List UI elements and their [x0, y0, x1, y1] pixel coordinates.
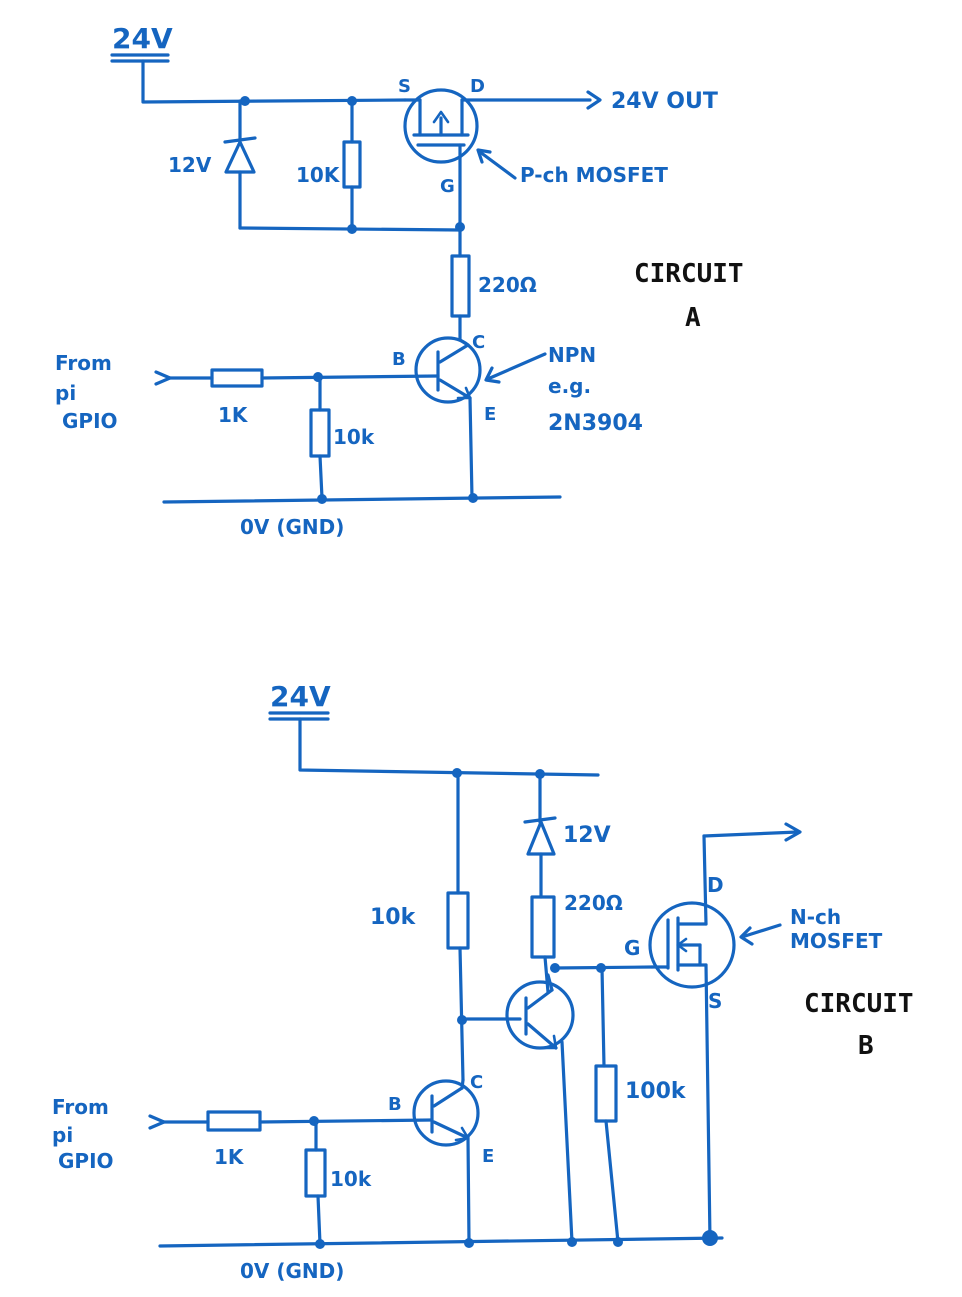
a-npn-label: NPN [548, 343, 596, 367]
a-pin-s: S [398, 76, 411, 97]
b-node-gnd-2 [464, 1238, 474, 1248]
b-resistor-220-label: 220Ω [564, 891, 623, 915]
a-input-arrow [154, 370, 172, 386]
b-pin-g: G [624, 936, 640, 960]
b-mosfet-label-2: MOSFET [790, 929, 883, 953]
a-node-gnd-2 [468, 493, 478, 503]
a-pmos-symbol [403, 88, 479, 229]
a-title: CIRCUIT [634, 259, 744, 289]
a-input-from: From [55, 351, 112, 375]
b-input-arrow [148, 1114, 166, 1130]
b-pin-b: B [388, 1094, 402, 1115]
a-resistor-10k [342, 99, 362, 230]
a-pin-g: G [440, 176, 455, 197]
a-resistor-220 [450, 228, 471, 342]
b-title: CIRCUIT [804, 989, 914, 1019]
circuit-b: 24V 10k 12V 220Ω [52, 680, 914, 1283]
a-pin-c: C [472, 332, 485, 353]
circuit-a: 24V 12V 10K [55, 22, 744, 539]
b-node-gnd-5 [702, 1230, 718, 1246]
a-mosfet-pointer-head [476, 148, 492, 164]
b-title-letter: B [858, 1031, 874, 1061]
b-zener-diode [523, 772, 557, 899]
b-node-gnd-3 [567, 1237, 577, 1247]
a-pin-d: D [470, 76, 485, 97]
a-resistor-10k-label: 10K [296, 163, 341, 187]
b-resistor-10k [446, 771, 470, 1082]
b-resistor-pulldown [304, 1119, 327, 1246]
a-npn-pointer [488, 352, 547, 380]
a-input-gpio: GPIO [62, 409, 118, 433]
a-resistor-pulldown-label: 10k [333, 425, 375, 449]
a-resistor-pulldown [309, 375, 331, 500]
b-resistor-100k-label: 100k [625, 1079, 687, 1104]
b-output-wire [702, 830, 800, 838]
a-input-pi: pi [55, 381, 76, 405]
b-top-rail [298, 717, 600, 777]
a-pin-e: E [484, 404, 496, 425]
a-resistor-220-label: 220Ω [478, 273, 537, 297]
a-node-zener-top [240, 96, 250, 106]
a-supply-label: 24V [112, 22, 173, 55]
b-ground-label: 0V (GND) [240, 1259, 344, 1283]
b-pin-d: D [707, 873, 724, 897]
b-pin-e: E [482, 1146, 494, 1167]
a-node-gnd-1 [317, 494, 327, 504]
b-resistor-1k-label: 1K [214, 1145, 245, 1169]
b-input-gpio: GPIO [58, 1149, 114, 1173]
b-node-gnd-4 [613, 1237, 623, 1247]
b-q1-symbol [412, 1078, 480, 1244]
b-zener-label: 12V [563, 823, 611, 848]
b-pin-c: C [470, 1072, 483, 1093]
b-q2-symbol [505, 973, 575, 1244]
a-title-letter: A [685, 303, 701, 333]
a-resistor-1k [210, 368, 264, 388]
b-resistor-10k-label: 10k [370, 905, 417, 930]
b-mosfet-pointer-head [739, 926, 754, 946]
b-mosfet-label-1: N-ch [790, 905, 841, 929]
a-zener-label: 12V [168, 153, 212, 177]
a-node-gate-mid [347, 224, 357, 234]
a-npn-part: 2N3904 [548, 411, 643, 436]
a-ground-label: 0V (GND) [240, 515, 344, 539]
a-zener-diode [223, 99, 257, 230]
a-npn-eg: e.g. [548, 374, 591, 398]
b-resistor-100k [594, 966, 620, 1244]
b-mosfet-pointer [743, 923, 782, 938]
a-output-arrow [586, 90, 602, 110]
b-resistor-pulldown-label: 10k [330, 1167, 372, 1191]
b-input-from: From [52, 1095, 109, 1119]
a-output-label: 24V OUT [611, 89, 718, 114]
b-input-pi: pi [52, 1123, 73, 1147]
b-ground-rail [158, 1236, 724, 1248]
a-mosfet-pointer [478, 150, 517, 180]
b-nmos-symbol [648, 834, 736, 1242]
a-mosfet-label: P-ch MOSFET [520, 163, 668, 187]
a-base-wire [260, 374, 440, 380]
a-resistor-1k-label: 1K [218, 403, 249, 427]
a-ground-rail [162, 495, 562, 504]
a-npn-pointer-head [484, 366, 501, 384]
b-supply-label: 24V [270, 680, 331, 713]
b-node-gnd-1 [315, 1239, 325, 1249]
b-pin-s: S [708, 989, 722, 1013]
a-pin-b: B [392, 349, 406, 370]
b-base-wire [258, 1118, 434, 1124]
a-top-rail [141, 59, 407, 104]
b-output-arrow [784, 822, 802, 842]
b-resistor-220 [530, 895, 556, 994]
b-resistor-1k [206, 1110, 262, 1132]
a-npn-symbol [414, 336, 482, 500]
